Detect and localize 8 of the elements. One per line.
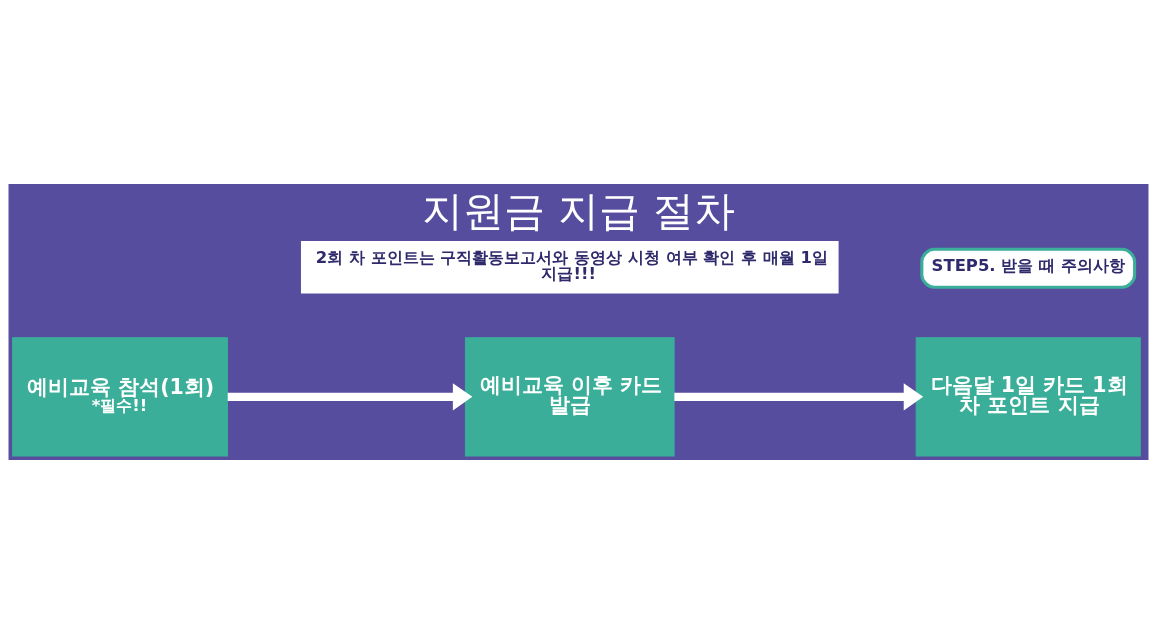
node-box: 2회 차 포인트는 구직활동보고서와 동영상 시청 여부 확인 후 매월 1일 지급!!! <box>300 240 839 293</box>
arrow <box>674 382 924 410</box>
node-box: 예비교육 참석(1회) *필수!! <box>12 336 228 456</box>
label: STEP5. 받을 때 주의사항 <box>931 255 1125 275</box>
diagram-title: 지원금 지급 절차 <box>421 186 736 235</box>
node-box: 예비교육 이후 카드 발급 <box>464 336 675 456</box>
node-box: 다음달 1일 카드 1회 차 포인트 지급 <box>915 336 1141 456</box>
arrow <box>227 382 473 410</box>
